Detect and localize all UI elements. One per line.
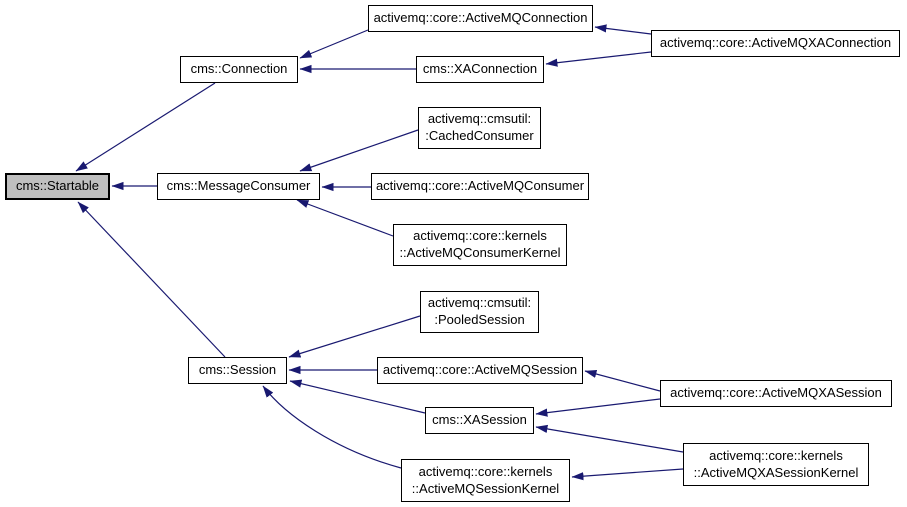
node-activemq-xa-session[interactable]: activemq::core::ActiveMQXASession [660, 380, 892, 407]
edge-connection-to-startable [75, 82, 216, 172]
edge-activemqxasession-to-activemqsession [584, 370, 661, 392]
node-cms-connection[interactable]: cms::Connection [180, 56, 298, 83]
edge-activemqxaconnection-to-xaconnection [545, 51, 652, 67]
node-cms-session[interactable]: cms::Session [188, 357, 287, 384]
edge-cachedconsumer-to-messageconsumer [299, 129, 419, 172]
edge-xasession-to-session [289, 379, 426, 414]
node-cms-xa-connection[interactable]: cms::XAConnection [416, 56, 544, 83]
node-cms-xa-session[interactable]: cms::XASession [425, 407, 534, 434]
edge-activemqsessionkernel-to-session [262, 385, 402, 469]
edge-session-to-startable [77, 201, 226, 358]
node-activemq-session-kernel[interactable]: activemq::core::kernels ::ActiveMQSessio… [401, 459, 570, 502]
edge-activemqxasession-to-xasession [535, 398, 661, 417]
node-activemq-xa-session-kernel[interactable]: activemq::core::kernels ::ActiveMQXASess… [683, 443, 869, 486]
node-activemq-consumer-kernel[interactable]: activemq::core::kernels ::ActiveMQConsum… [393, 224, 567, 266]
edge-activemqxasessionkernel-to-activemqsessionkernel [571, 468, 684, 481]
node-cms-message-consumer[interactable]: cms::MessageConsumer [157, 173, 320, 200]
node-cms-startable: cms::Startable [5, 173, 110, 200]
node-activemq-connection[interactable]: activemq::core::ActiveMQConnection [368, 5, 593, 32]
node-pooled-session[interactable]: activemq::cmsutil: :PooledSession [420, 291, 539, 333]
edge-activemqxasessionkernel-to-xasession [535, 424, 684, 453]
node-cached-consumer[interactable]: activemq::cmsutil: :CachedConsumer [418, 107, 541, 149]
edge-activemqxaconnection-to-activemqconnection [594, 24, 652, 35]
edge-pooledsession-to-session [288, 315, 421, 358]
node-activemq-session[interactable]: activemq::core::ActiveMQSession [377, 357, 583, 384]
node-activemq-xa-connection[interactable]: activemq::core::ActiveMQXAConnection [651, 30, 900, 57]
edge-activemqconnection-to-connection [299, 29, 369, 59]
node-activemq-consumer[interactable]: activemq::core::ActiveMQConsumer [371, 173, 589, 200]
edge-activemqconsumerkernel-to-messageconsumer [296, 199, 394, 237]
